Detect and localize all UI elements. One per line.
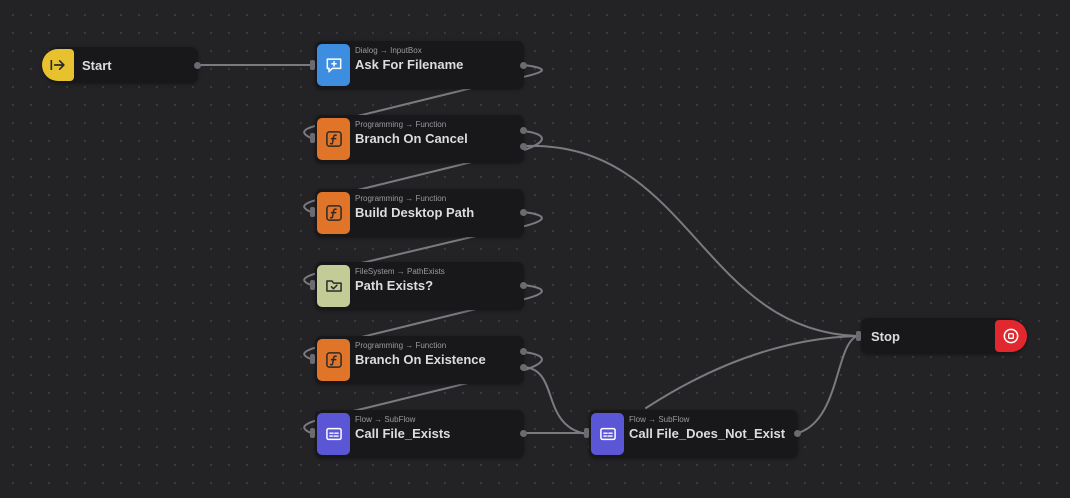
- node-subtitle: Programming → Function: [355, 120, 447, 129]
- output-port-true[interactable]: [520, 127, 527, 134]
- enter-arrow-icon: [42, 49, 74, 81]
- wire-callnotexist-to-stop: [797, 335, 858, 434]
- node-stop[interactable]: Stop: [856, 318, 1027, 354]
- node-branch-on-existence[interactable]: Programming → Function Branch On Existen…: [310, 336, 527, 384]
- node-title: Ask For Filename: [355, 57, 464, 72]
- input-port[interactable]: [310, 354, 315, 364]
- function-icon: [317, 118, 350, 160]
- output-port[interactable]: [520, 430, 527, 437]
- node-start[interactable]: Start: [42, 47, 201, 83]
- wire-cancel-to-stop: [523, 144, 858, 337]
- wire-callnotexist-in-to-stop: [645, 335, 858, 409]
- node-title: Stop: [871, 329, 900, 344]
- input-port[interactable]: [310, 60, 315, 70]
- node-call-file-does-not-exist[interactable]: Flow → SubFlow Call File_Does_Not_Exist: [584, 410, 801, 458]
- input-port[interactable]: [584, 428, 589, 438]
- node-title: Branch On Cancel: [355, 131, 468, 146]
- node-title: Call File_Does_Not_Exist: [629, 426, 786, 441]
- input-port[interactable]: [310, 280, 315, 290]
- node-path-exists[interactable]: FileSystem → PathExists Path Exists?: [310, 262, 527, 310]
- node-subtitle: Programming → Function: [355, 341, 447, 350]
- function-icon: [317, 339, 350, 381]
- output-port[interactable]: [520, 62, 527, 69]
- function-icon: [317, 192, 350, 234]
- subflow-icon: [317, 413, 350, 455]
- node-subtitle: FileSystem → PathExists: [355, 267, 445, 276]
- node-branch-on-cancel[interactable]: Programming → Function Branch On Cancel: [310, 115, 527, 163]
- node-title: Start: [82, 58, 112, 73]
- subflow-icon: [591, 413, 624, 455]
- node-subtitle: Dialog → InputBox: [355, 46, 422, 55]
- output-port-true[interactable]: [520, 348, 527, 355]
- node-title: Path Exists?: [355, 278, 434, 293]
- node-subtitle: Flow → SubFlow: [629, 415, 690, 424]
- wire-existence-to-callnotexist: [523, 366, 587, 435]
- node-ask-for-filename[interactable]: Dialog → InputBox Ask For Filename: [310, 41, 527, 89]
- folder-check-icon: [317, 265, 350, 307]
- node-title: Build Desktop Path: [355, 205, 475, 220]
- node-subtitle: Programming → Function: [355, 194, 447, 203]
- output-port-false[interactable]: [520, 143, 527, 150]
- output-port[interactable]: [520, 282, 527, 289]
- input-port[interactable]: [310, 428, 315, 438]
- node-title: Call File_Exists: [355, 426, 451, 441]
- node-call-file-exists[interactable]: Flow → SubFlow Call File_Exists: [310, 410, 527, 458]
- output-port[interactable]: [794, 430, 801, 437]
- output-port[interactable]: [194, 62, 201, 69]
- input-port[interactable]: [856, 331, 861, 341]
- node-build-desktop-path[interactable]: Programming → Function Build Desktop Pat…: [310, 189, 527, 237]
- message-plus-icon: [317, 44, 350, 86]
- stop-circle-icon: [995, 320, 1027, 352]
- output-port-false[interactable]: [520, 364, 527, 371]
- node-subtitle: Flow → SubFlow: [355, 415, 416, 424]
- input-port[interactable]: [310, 133, 315, 143]
- input-port[interactable]: [310, 207, 315, 217]
- output-port[interactable]: [520, 209, 527, 216]
- node-title: Branch On Existence: [355, 352, 486, 367]
